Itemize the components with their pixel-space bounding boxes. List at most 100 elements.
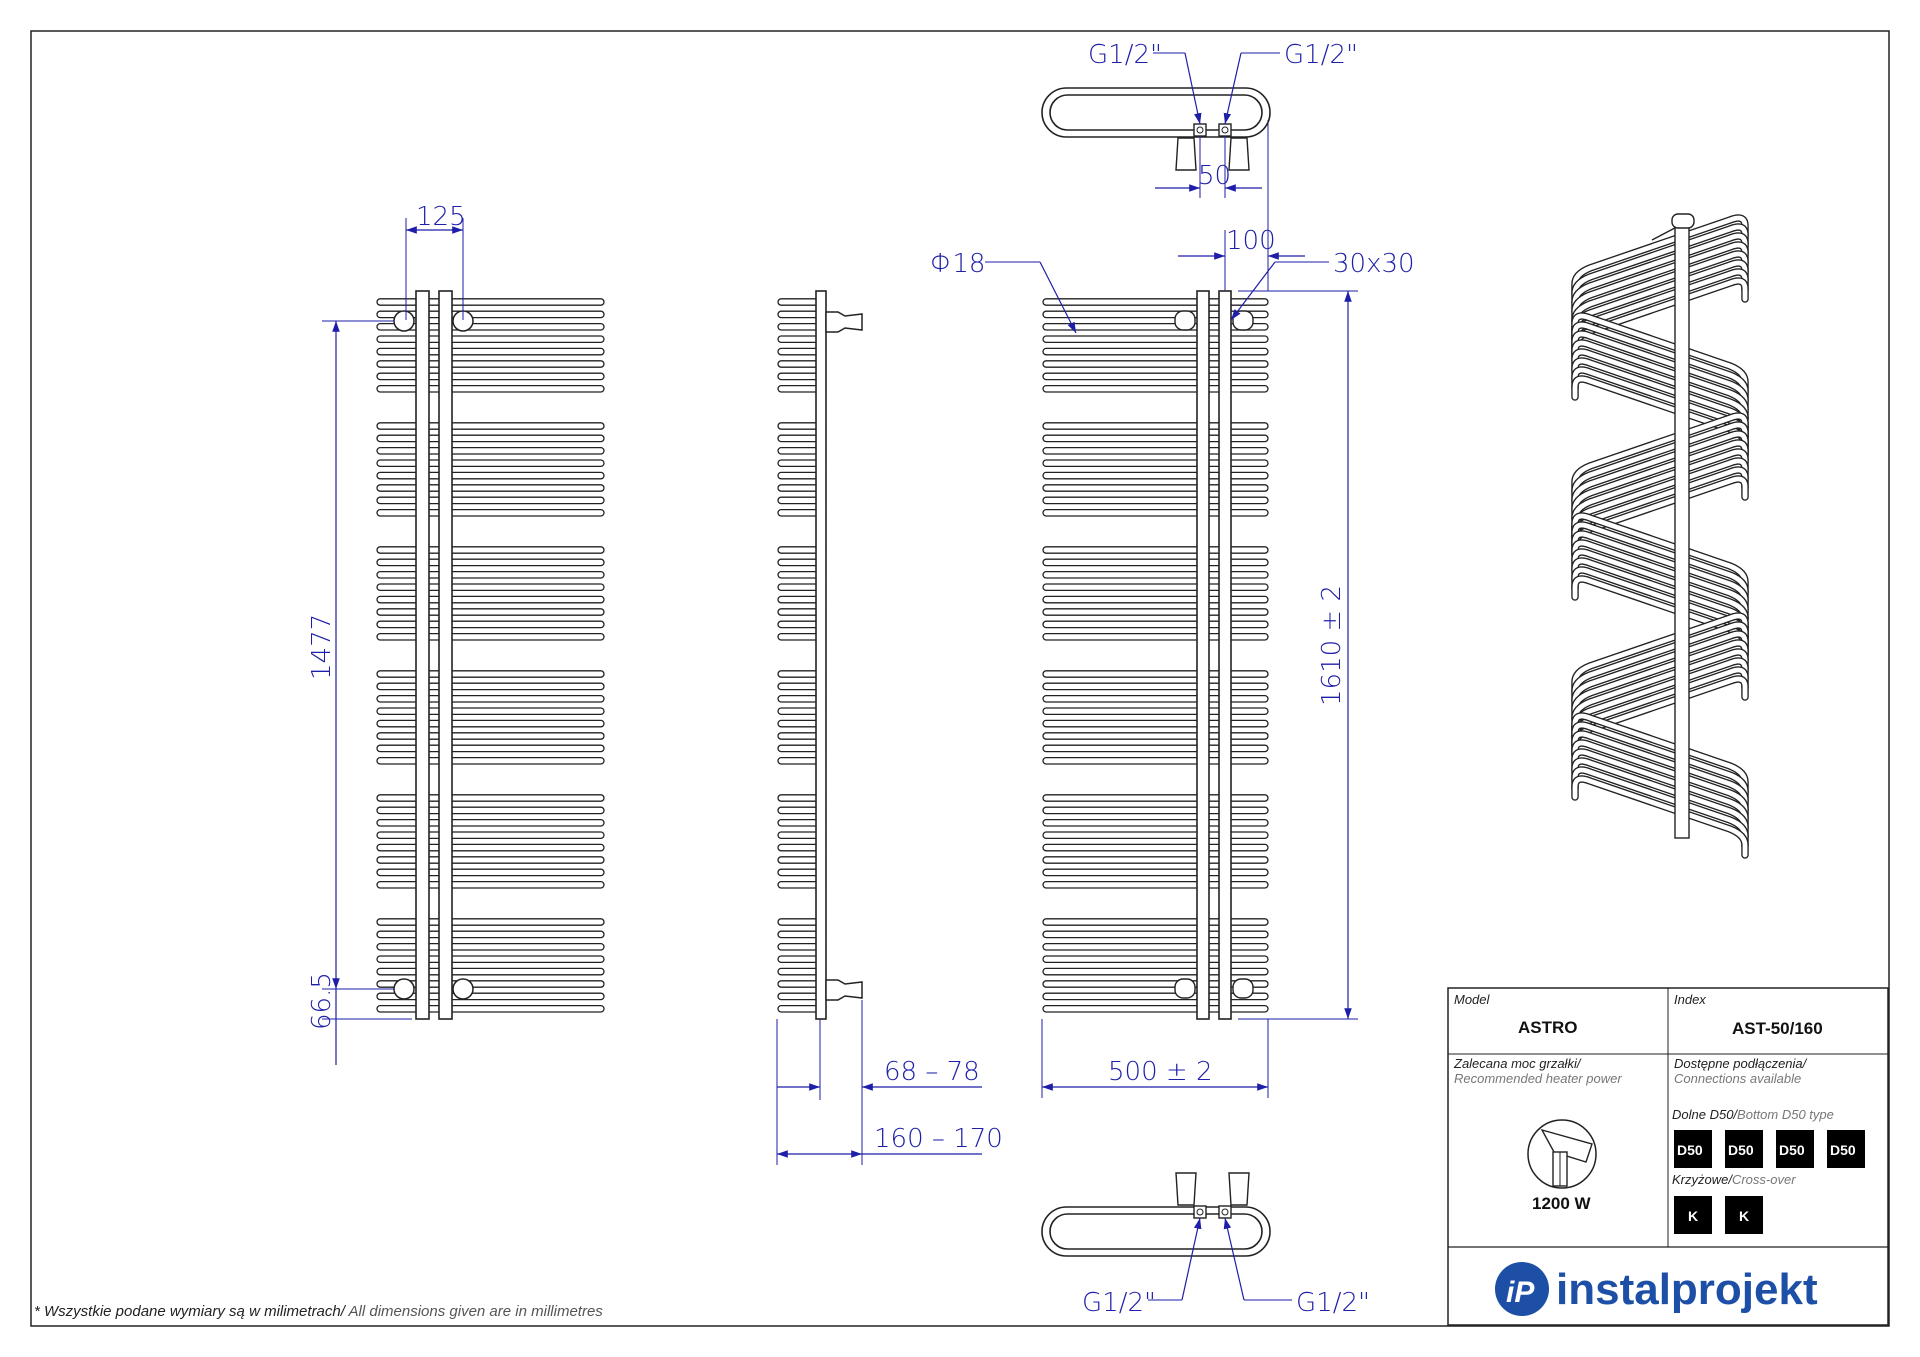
isometric-tube-fill [1572,513,1748,595]
front-tube [376,595,605,604]
power-value: 1200 W [1532,1194,1592,1213]
back-tube [1042,570,1269,579]
isometric-tube-fill [1572,440,1748,522]
front-tube [376,868,605,877]
isometric-tube-fill [1572,215,1748,297]
label-thread-top-right: G1/2" [1284,40,1358,70]
front-tube [376,880,605,889]
top-view-loop-inner [1049,94,1263,131]
back-tube [1042,446,1269,455]
front-tube [376,682,605,691]
dim-top-offset: 100 [1226,226,1276,256]
index-value: AST-50/160 [1732,1019,1823,1038]
front-tube [376,570,605,579]
isometric-tube-fill [1572,340,1748,422]
front-connection-bottom-left [393,978,415,1000]
front-tube [376,856,605,864]
svg-text:D50: D50 [1728,1142,1754,1158]
back-tube [1042,670,1269,678]
dim-back-width: 500 ± 2 [1108,1057,1212,1087]
front-tube [376,756,605,765]
front-tube [376,583,605,592]
back-tube [1042,360,1269,368]
ip-logo-icon: iP [1495,1262,1549,1316]
back-tube [1042,496,1269,505]
svg-text:D50: D50 [1830,1142,1856,1158]
front-tube [376,980,605,988]
back-collector-left [1196,290,1210,1020]
front-tube [376,372,605,381]
back-tube [1042,1004,1269,1013]
front-tube [376,546,605,554]
back-tube [1042,632,1269,641]
back-tube [1042,843,1269,852]
back-tube [1042,484,1269,492]
isometric-tube-fill [1572,767,1748,849]
back-view-bars [1042,298,1269,1013]
badge-d50-4: D50 [1827,1130,1865,1168]
front-tube [376,818,605,827]
back-tube [1042,459,1269,468]
side-view: 68 – 78 160 – 170 [776,290,1003,1165]
isometric-tube-fill [1572,540,1748,622]
cross-over-badges: K K [1674,1196,1763,1234]
isometric-tube-fill [1572,613,1748,695]
isometric-tube-fill [1572,740,1748,822]
isometric-tube-fill [1572,776,1748,858]
isometric-tube-fill [1572,713,1748,795]
svg-text:D50: D50 [1677,1142,1703,1158]
top-view-valve-right [1228,137,1250,171]
svg-text:D50: D50 [1779,1142,1805,1158]
front-view: 125 1477 66.5 [307,202,605,1065]
back-mounts [1174,310,1254,999]
front-collector-left [415,290,430,1020]
side-collector [815,290,827,1020]
front-tube [376,384,605,393]
back-tube [1042,744,1269,753]
back-tube [1042,595,1269,604]
top-view: G1/2" G1/2" 50 [1041,40,1358,198]
back-tube [1042,335,1269,344]
dim-side-depth-2: 160 – 170 [874,1124,1003,1154]
back-tube [1042,298,1269,306]
connections-caption-en: Connections available [1674,1071,1801,1086]
back-tube [1042,880,1269,889]
label-thread-bottom-right: G1/2" [1296,1288,1370,1318]
bottom-view-valve-left [1175,1172,1197,1206]
dim-front-width: 125 [416,202,466,232]
back-tube [1042,310,1269,319]
isometric-tube-fill [1572,349,1748,431]
front-tube [376,942,605,951]
svg-text:K: K [1739,1208,1749,1224]
back-tube [1042,930,1269,939]
back-tube [1042,322,1269,331]
drawing-border [30,30,1890,1327]
back-tube [1042,372,1269,381]
front-tube [376,992,605,1001]
front-tube [376,806,605,815]
back-tube [1042,756,1269,765]
top-view-loop-outer [1041,87,1271,138]
isometric-tube-fill [1572,313,1748,395]
back-tube [1042,732,1269,740]
badge-d50-3: D50 [1776,1130,1814,1168]
bottom-view: G1/2" G1/2" [1041,1172,1370,1318]
dim-side-depth-1: 68 – 78 [884,1057,980,1087]
back-tube [1042,434,1269,443]
model-value: ASTRO [1518,1018,1578,1037]
isometric-tube-fill [1572,413,1748,495]
back-tube [1042,347,1269,356]
back-tube [1042,471,1269,480]
back-tube [1042,967,1269,976]
side-view-bars [777,298,827,1013]
front-tube [376,930,605,939]
front-tube [376,558,605,567]
bottom-view-valve-right [1228,1172,1250,1206]
back-tube [1042,868,1269,877]
front-tube [376,955,605,964]
front-tube [376,707,605,716]
isometric-tube-fill [1572,722,1748,804]
front-tube [376,446,605,455]
front-tube [376,967,605,976]
